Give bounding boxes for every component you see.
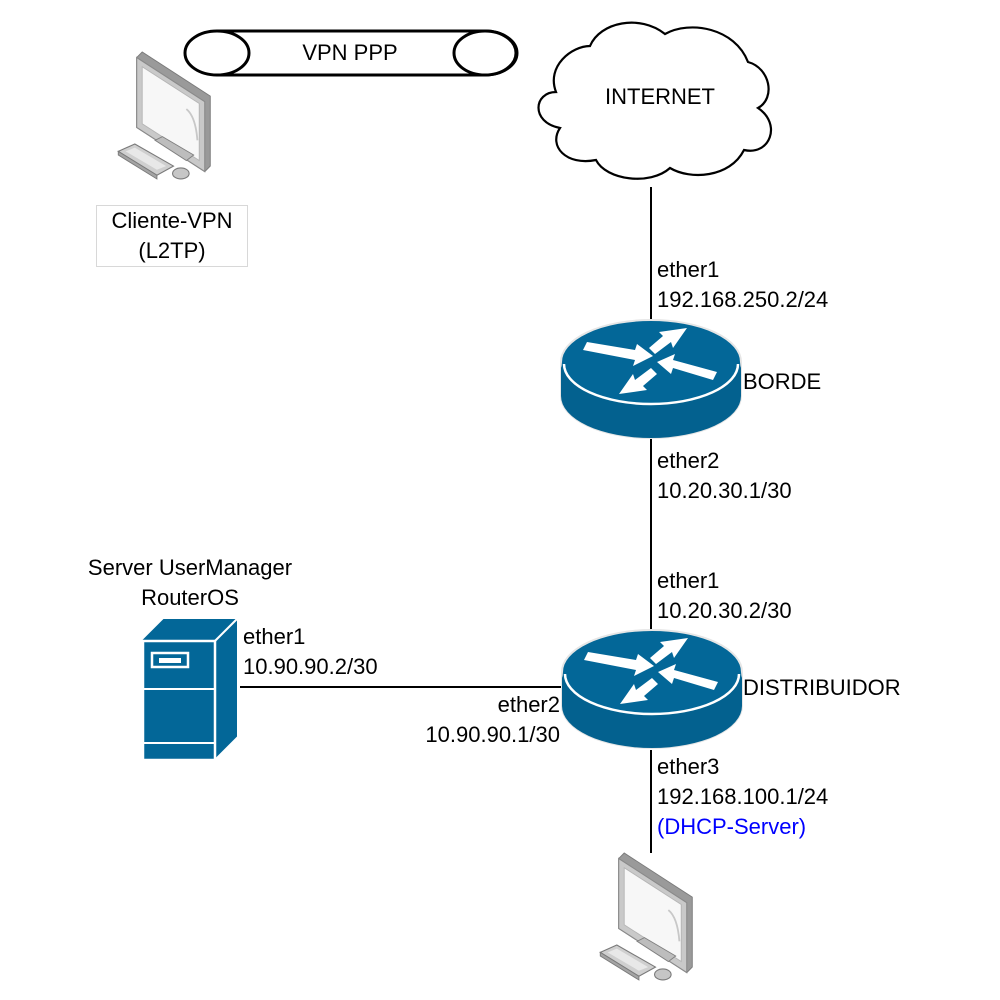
iface-ip: 192.168.250.2/24	[657, 287, 829, 312]
vpn-tunnel-icon	[183, 29, 519, 77]
iface-ip: 10.90.90.2/30	[243, 654, 378, 679]
router-distribuidor-name: DISTRIBUIDOR	[743, 675, 901, 700]
internet-cloud-icon	[537, 21, 773, 180]
client-vpn-protocol: (L2TP)	[138, 238, 206, 263]
client-vpn-name: Cliente-VPN	[111, 208, 233, 233]
server-name: Server UserManager	[87, 555, 293, 580]
dhcp-server-note: (DHCP-Server)	[657, 814, 807, 839]
iface-ip: 10.20.30.2/30	[657, 598, 792, 623]
router-borde-icon	[559, 318, 743, 440]
router-distribuidor-icon	[560, 628, 744, 750]
iface-name: ether3	[657, 754, 720, 779]
borde-ether2-label: ether2 10.20.30.1/30	[657, 446, 792, 506]
iface-name: ether1	[657, 257, 720, 282]
distribuidor-ether1-label: ether1 10.20.30.2/30	[657, 566, 792, 626]
iface-name: ether1	[657, 568, 720, 593]
iface-ip: 192.168.100.1/24	[657, 784, 829, 809]
lan-pc-icon	[599, 852, 694, 981]
server-ether1-label: ether1 10.90.90.2/30	[243, 622, 378, 682]
borde-ether1-label: ether1 192.168.250.2/24	[657, 255, 828, 315]
client-vpn-label: Cliente-VPN (L2TP)	[96, 205, 248, 267]
iface-name: ether1	[243, 624, 306, 649]
iface-ip: 10.20.30.1/30	[657, 478, 792, 503]
iface-name: ether2	[497, 692, 560, 717]
router-borde-name: BORDE	[743, 369, 822, 394]
distribuidor-ether2-label: ether2 10.90.90.1/30	[380, 690, 560, 750]
server-tower-icon	[137, 615, 241, 763]
iface-name: ether2	[657, 448, 720, 473]
server-label: Server UserManager RouterOS	[50, 553, 330, 613]
distribuidor-ether3-label: ether3 192.168.100.1/24 (DHCP-Server)	[657, 752, 828, 842]
server-os: RouterOS	[141, 585, 239, 610]
vpn-tunnel-label: VPN PPP	[302, 40, 398, 65]
iface-ip: 10.90.90.1/30	[425, 722, 560, 747]
internet-label: INTERNET	[605, 84, 715, 109]
